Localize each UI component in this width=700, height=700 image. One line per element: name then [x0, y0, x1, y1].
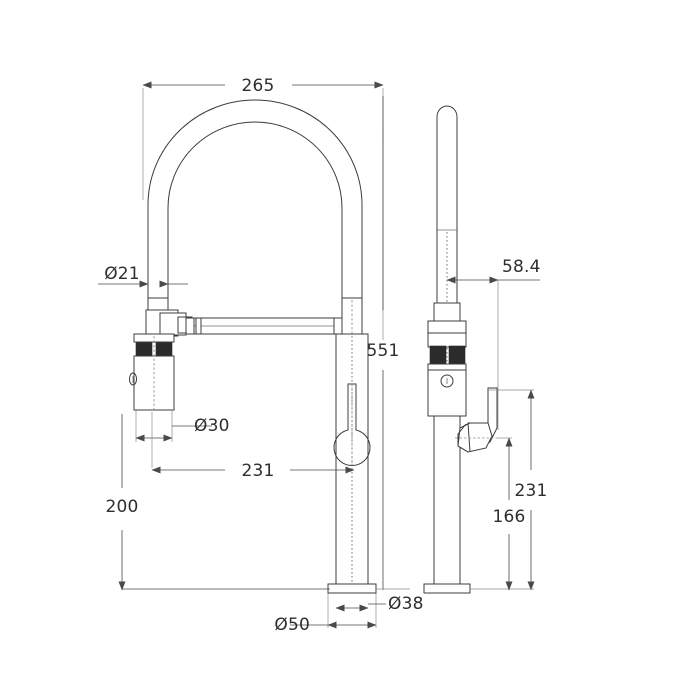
dimension-handle-height-lower: 166 — [492, 437, 525, 591]
dimension-label-166: 166 — [492, 507, 525, 527]
gooseneck-spout — [147, 99, 363, 300]
dimension-label-265: 265 — [241, 76, 274, 96]
dimension-label-58-4: 58.4 — [502, 257, 541, 277]
dimension-hose-diameter: Ø21 — [98, 264, 188, 288]
dimension-label-d50: Ø50 — [274, 615, 310, 635]
right-riser-column — [341, 297, 363, 337]
dimension-label-551: 551 — [366, 341, 399, 361]
dimension-spray-offset: 231 — [151, 412, 355, 481]
front-view — [129, 99, 377, 594]
spray-head-assembly — [129, 312, 193, 411]
side-lever-handle — [455, 387, 498, 453]
dimension-label-200: 200 — [105, 497, 138, 517]
main-body-column — [335, 333, 369, 588]
base-flange-front — [327, 583, 377, 594]
dimension-base-diameter: Ø50 — [274, 593, 377, 635]
side-collar — [433, 302, 461, 322]
side-base-flange — [423, 583, 471, 594]
dimension-column-diameter: Ø38 — [335, 594, 424, 614]
dimension-label-231-front: 231 — [241, 461, 274, 481]
side-body-column — [433, 415, 461, 585]
dimension-body-diameter: Ø30 — [135, 410, 230, 442]
dimension-total-height: 551 — [366, 96, 410, 590]
side-view — [423, 105, 498, 594]
dimension-handle-offset: 58.4 — [446, 257, 541, 430]
dimension-label-d21: Ø21 — [104, 264, 140, 284]
dimension-label-d38: Ø38 — [388, 594, 424, 614]
dimension-base-height: 200 — [105, 414, 330, 591]
lever-handle-front — [333, 383, 371, 467]
side-spray-head — [427, 320, 467, 417]
dimension-label-231-side: 231 — [514, 481, 547, 501]
dimension-handle-height-upper: 231 — [470, 389, 547, 591]
dimension-label-d30: Ø30 — [194, 416, 230, 436]
spout-cross-arm — [185, 317, 343, 335]
